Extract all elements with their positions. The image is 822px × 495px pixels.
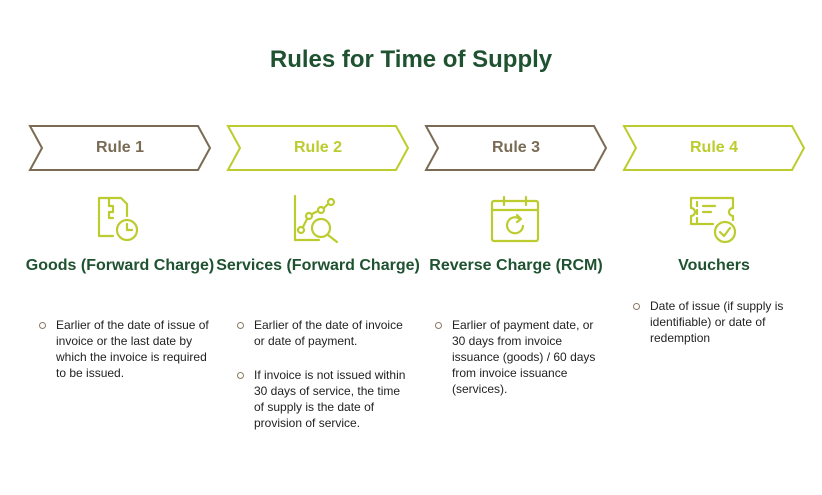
rule-1-bullets: Earlier of the date of issue of invoice … [36, 317, 212, 399]
rule-2-column: Rule 2 Services (Forward Charge) Earlier… [216, 124, 420, 430]
document-clock-icon [97, 196, 139, 242]
chart-magnifier-icon [293, 194, 339, 244]
rule-1-heading: Goods (Forward Charge) [25, 257, 215, 274]
rule-3-chevron: Rule 3 [424, 124, 608, 172]
rule-4-heading: Vouchers [678, 257, 750, 274]
list-item: Earlier of the date of issue of invoice … [36, 317, 212, 381]
voucher-check-icon [689, 196, 737, 244]
list-item: If invoice is not issued within 30 days … [234, 367, 410, 431]
rule-1-label: Rule 1 [95, 139, 144, 156]
rule-4-chevron: Rule 4 [622, 124, 806, 172]
rule-1-column: Rule 1 Goods (Forward Charge) Earlier of… [26, 124, 214, 380]
rule-3-bullets: Earlier of payment date, or 30 days from… [432, 317, 608, 415]
list-item: Date of issue (if supply is identifiable… [630, 298, 806, 346]
list-item: Earlier of payment date, or 30 days from… [432, 317, 608, 397]
rule-2-heading: Services (Forward Charge) [216, 257, 420, 274]
rule-3-heading: Reverse Charge (RCM) [429, 257, 603, 274]
rule-3-label: Rule 3 [491, 139, 540, 156]
rule-3-column: Rule 3 Reverse Charge (RCM) Earlier of p… [424, 124, 608, 396]
page-title: Rules for Time of Supply [269, 46, 553, 73]
rule-4-label: Rule 4 [689, 139, 738, 156]
rule-2-bullets: Earlier of the date of invoice or date o… [234, 317, 410, 449]
rule-4-bullets: Date of issue (if supply is identifiable… [630, 298, 806, 364]
calendar-refresh-icon [490, 195, 540, 243]
rule-2-label: Rule 2 [293, 139, 342, 156]
rule-4-column: Rule 4 Vouchers Date of issue (if supply… [622, 124, 806, 345]
rule-1-chevron: Rule 1 [28, 124, 212, 172]
list-item: Earlier of the date of invoice or date o… [234, 317, 410, 349]
rule-2-chevron: Rule 2 [226, 124, 410, 172]
